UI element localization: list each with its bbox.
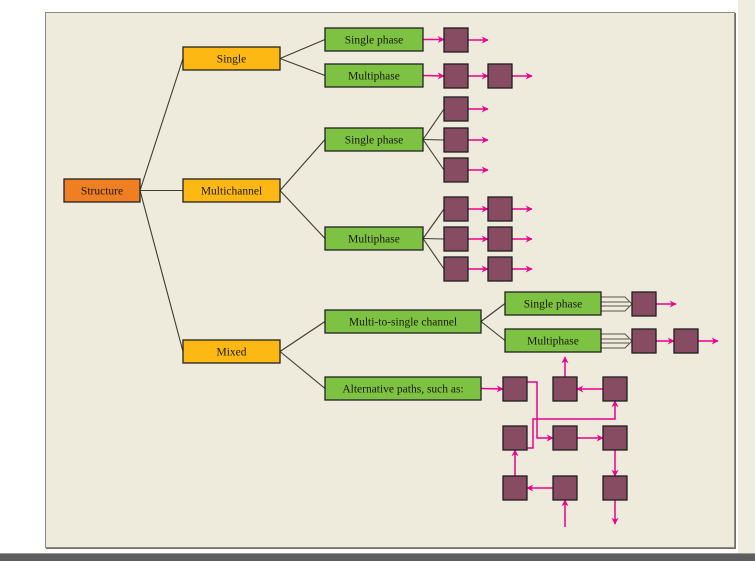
connector-line [139, 190, 184, 352]
mixed-alternative-paths: Alternative paths, such as: [324, 376, 482, 401]
multichannel-multiphase-label: Multiphase [348, 234, 400, 246]
mixed-multi-to-single-box [324, 309, 482, 334]
merge-funnel [601, 296, 633, 312]
connector-line [279, 139, 326, 191]
connector-line [279, 321, 326, 352]
mts-multiphase-label: Multiphase [527, 336, 579, 348]
service-unit [552, 475, 578, 501]
service-unit [487, 256, 513, 282]
category-2-label: Mixed [216, 347, 246, 359]
connector-line [422, 208, 445, 239]
category-1: Multichannel [182, 178, 281, 203]
service-unit [443, 196, 469, 222]
single-multiphase-box [324, 63, 424, 88]
single-multiphase: Multiphase [324, 63, 424, 88]
root-structure-label: Structure [81, 186, 123, 198]
multichannel-multiphase-box [324, 226, 424, 251]
multichannel-single-phase: Single phase [324, 127, 424, 152]
service-unit [602, 376, 628, 402]
connector-line [422, 138, 445, 141]
multichannel-single-phase-label: Single phase [345, 135, 403, 147]
merge-funnel [601, 333, 633, 349]
service-unit [443, 27, 469, 53]
service-unit [443, 256, 469, 282]
category-0: Single [182, 46, 281, 71]
connector-line [139, 58, 184, 191]
service-unit [502, 475, 528, 501]
single-single-phase-box [324, 27, 424, 52]
connector-line [279, 38, 326, 60]
root-structure: Structure [63, 178, 141, 203]
single-single-phase-label: Single phase [345, 35, 403, 47]
service-unit [487, 196, 513, 222]
mts-multiphase: Multiphase [504, 328, 602, 353]
connector-line [422, 139, 445, 171]
bottom-bar [0, 553, 755, 561]
category-2: Mixed [182, 339, 281, 364]
service-unit [443, 96, 469, 122]
service-unit [552, 425, 578, 451]
service-unit [443, 127, 469, 153]
service-unit [552, 376, 578, 402]
connector-line [422, 237, 445, 240]
mts-single-phase: Single phase [504, 291, 602, 316]
flow-arrows [422, 36, 719, 527]
service-unit [602, 475, 628, 501]
connector-line [480, 303, 506, 322]
multichannel-single-phase-box [324, 127, 424, 152]
mixed-alternative-paths-label: Alternative paths, such as: [342, 384, 463, 396]
connector-line [422, 238, 445, 270]
single-single-phase: Single phase [324, 27, 424, 52]
category-1-label: Multichannel [201, 186, 262, 198]
connector-line [279, 57, 326, 77]
category-0-box [182, 46, 281, 71]
single-multiphase-label: Multiphase [348, 71, 400, 83]
mts-multiphase-box [504, 328, 602, 353]
service-unit [502, 376, 528, 402]
multichannel-multiphase: Multiphase [324, 226, 424, 251]
side-texture [738, 0, 755, 553]
service-unit [631, 291, 657, 317]
flow-arrow [527, 400, 619, 449]
mts-single-phase-box [504, 291, 602, 316]
service-unit [631, 328, 657, 354]
service-unit [487, 226, 513, 252]
service-unit [502, 425, 528, 451]
root-structure-box [63, 178, 141, 203]
mts-single-phase-label: Single phase [524, 299, 582, 311]
category-2-box [182, 339, 281, 364]
service-unit [443, 63, 469, 89]
service-unit [443, 157, 469, 183]
flow-arrow [527, 381, 554, 442]
mixed-multi-to-single: Multi-to-single channel [324, 309, 482, 334]
service-unit [602, 425, 628, 451]
connector-lines [139, 38, 633, 389]
connector-line [279, 351, 326, 389]
diagram-frame [45, 12, 735, 548]
mixed-alternative-paths-box [324, 376, 482, 401]
service-unit [487, 63, 513, 89]
mixed-multi-to-single-label: Multi-to-single channel [349, 317, 457, 329]
service-unit [673, 328, 699, 354]
flow-arrow [480, 385, 504, 393]
connector-line [279, 190, 326, 239]
connector-line [422, 108, 445, 140]
connector-line [480, 321, 506, 341]
category-1-box [182, 178, 281, 203]
service-unit [443, 226, 469, 252]
flow-arrow [422, 72, 445, 80]
category-0-label: Single [217, 54, 246, 66]
